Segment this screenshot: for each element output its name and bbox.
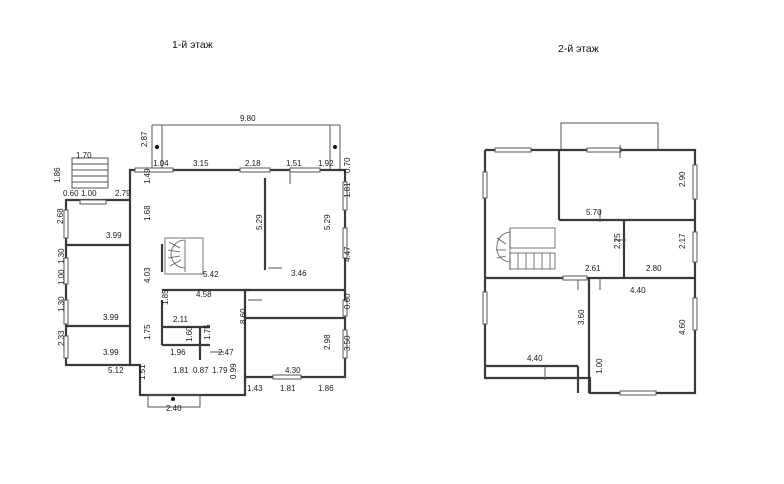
floor1-dimension-label: 9.80 <box>240 114 256 123</box>
floor1-dimension-label: 1.00 <box>57 269 66 285</box>
floor2-dimension-label: 2.90 <box>678 171 687 187</box>
floor1-dimension-label: 4.03 <box>143 267 152 283</box>
floor2-dimension-label: 5.70 <box>586 208 602 217</box>
floor1-dimension-label: 1.81 <box>173 366 189 375</box>
floor1-dimension-label: 0.70 <box>343 157 352 173</box>
floor1-dimension-label: 2.68 <box>56 208 65 224</box>
floor1-dimension-label: 1.49 <box>143 168 152 184</box>
floor1-dimension-label: 5.29 <box>323 214 332 230</box>
floor2-dimension-label: 4.60 <box>678 319 687 335</box>
floor1-dimension-label: 1.86 <box>53 167 62 183</box>
floor1-dimension-label: 5.12 <box>108 366 124 375</box>
floor1-dimension-label: 1.75 <box>203 324 212 340</box>
floor1-dimension-label: 1.43 <box>247 384 263 393</box>
floor1-dimension-label: 1.92 <box>318 159 334 168</box>
floor1-dimension-label: 2.33 <box>57 330 66 346</box>
floor2-dimension-label: 2.25 <box>613 233 622 249</box>
floor2-dimension-label: 2.80 <box>646 264 662 273</box>
floor1-staircase <box>164 237 204 275</box>
floor1-dimension-label: 4.47 <box>343 246 352 262</box>
floor1-dimension-label: 0.60 <box>343 293 352 309</box>
floor1-dimension-label: 3.50 <box>343 335 352 351</box>
floor1-dimension-label: 3.99 <box>106 231 122 240</box>
floor2-dimension-label: 2.61 <box>585 264 601 273</box>
floor1-dimension-label: 1.81 <box>280 384 296 393</box>
floor1-dimension-label: 8.60 <box>239 308 248 324</box>
floor1-dimension-label: 2.40 <box>166 404 182 413</box>
floor1-dimension-label: 1.68 <box>143 205 152 221</box>
floor2-dimension-label: 2.17 <box>678 233 687 249</box>
floor1-dimension-label: 3.99 <box>103 348 119 357</box>
floor2-dimension-label: 1.00 <box>595 358 604 374</box>
floor1-dimension-label: 0.60 <box>63 189 79 198</box>
floor1-dimension-label: 3.99 <box>103 313 119 322</box>
floor1-dimension-label: 5.42 <box>203 270 219 279</box>
floor1-dimension-label: 0.87 <box>193 366 209 375</box>
floor1-dimension-label: 1.51 <box>138 364 147 380</box>
floor2-dimension-label: 4.40 <box>527 354 543 363</box>
floor1-dimension-label: 1.60 <box>185 326 194 342</box>
floor1-dimension-label: 2.18 <box>245 159 261 168</box>
floor1-dimension-label: 2.11 <box>173 315 189 324</box>
floor1-dimension-label: 5.29 <box>255 214 264 230</box>
floor1-dimension-label: 1.00 <box>81 189 97 198</box>
floor1-plan <box>63 124 348 408</box>
floor1-dimension-label: 4.58 <box>196 290 212 299</box>
floor2-dimension-label: 3.60 <box>577 309 586 325</box>
floor1-dimension-label: 1.30 <box>57 296 66 312</box>
floor1-dimension-label: 2.98 <box>323 334 332 350</box>
floor2-staircase <box>496 227 556 270</box>
floor1-dimension-label: 1.79 <box>212 366 228 375</box>
floor1-dimension-label: 3.46 <box>291 269 307 278</box>
floor1-dimension-label: 1.86 <box>318 384 334 393</box>
floor2-title: 2-й этаж <box>558 43 599 55</box>
floor1-dimension-label: 1.30 <box>57 248 66 264</box>
floor1-dimension-label: 0.99 <box>229 363 238 379</box>
floor1-dimension-label: 2.47 <box>218 348 234 357</box>
floor1-dimension-label: 2.79 <box>115 189 131 198</box>
floor1-dimension-label: 1.75 <box>143 324 152 340</box>
floor1-dimension-label: 3.15 <box>193 159 209 168</box>
floor1-dimension-label: 1.85 <box>161 289 170 305</box>
floor1-dimension-label: 1.70 <box>76 151 92 160</box>
floor2-plan <box>482 122 698 396</box>
floor1-dimension-label: 1.51 <box>286 159 302 168</box>
floor1-dimension-label: 1.81 <box>343 182 352 198</box>
floor1-dimension-label: 4.30 <box>285 366 301 375</box>
floor1-dimension-label: 1.04 <box>153 159 169 168</box>
floor1-dimension-label: 1.96 <box>170 348 186 357</box>
floor1-dimension-label: 2.87 <box>140 131 149 147</box>
floor2-dimension-label: 4.40 <box>630 286 646 295</box>
floor1-title: 1-й этаж <box>172 39 213 51</box>
